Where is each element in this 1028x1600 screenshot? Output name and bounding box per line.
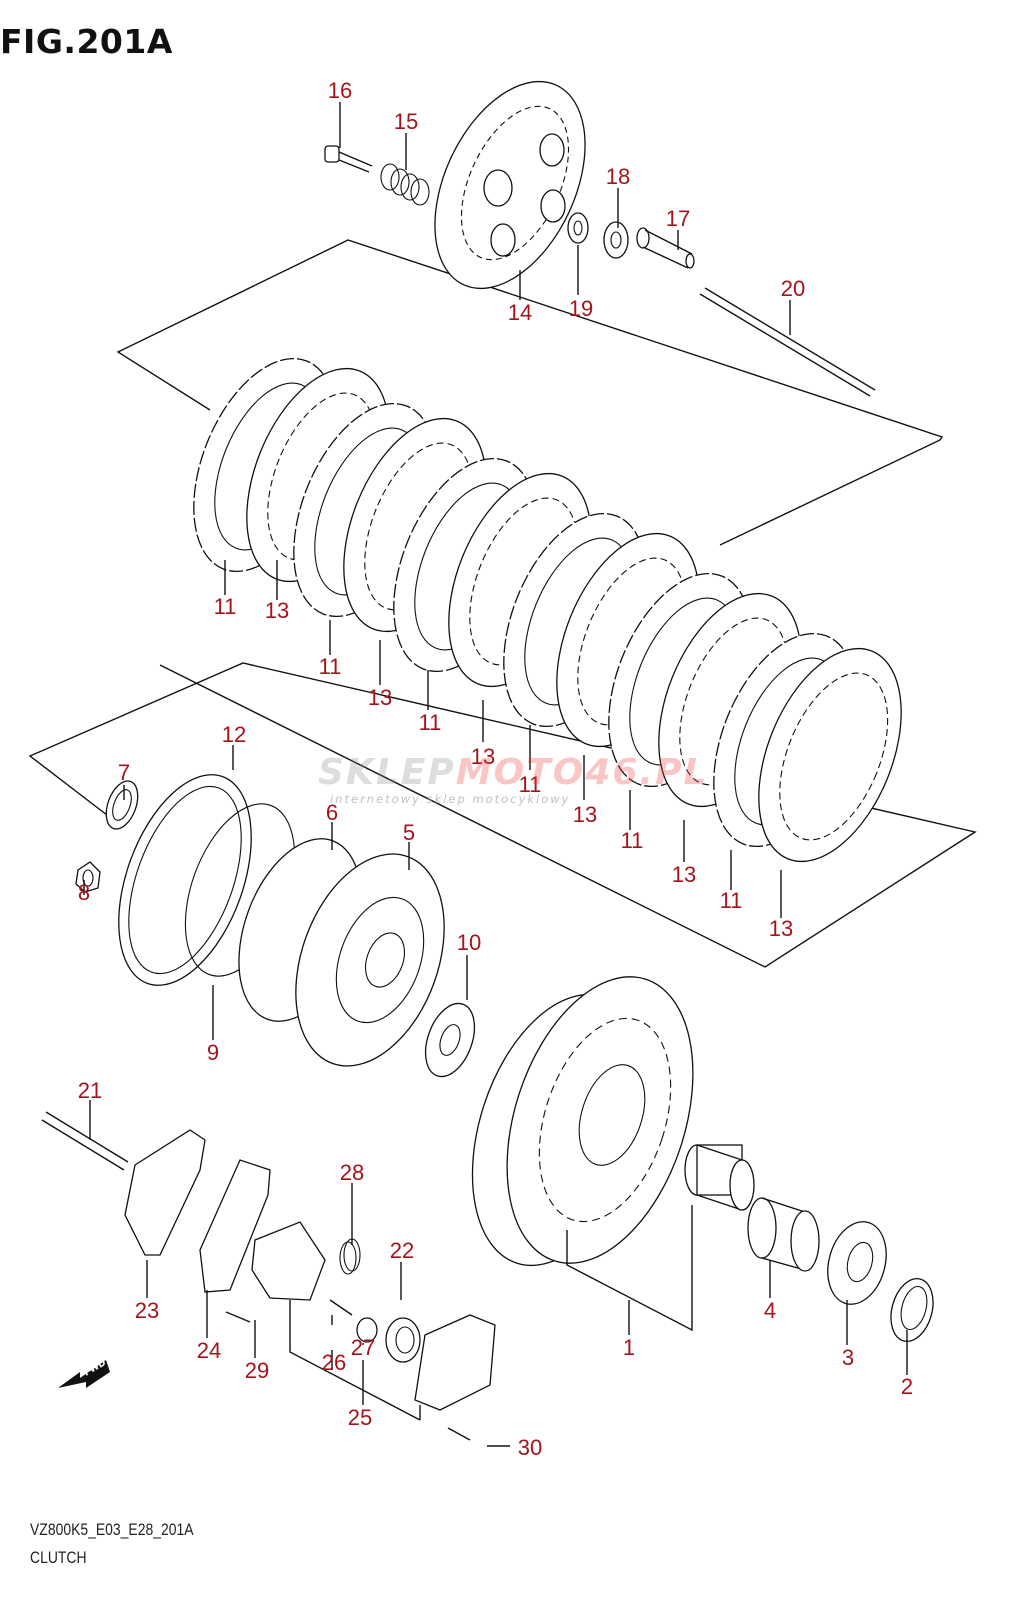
- callout-label-14: 14: [508, 300, 532, 325]
- driven-plate: [758, 647, 902, 863]
- watermark-brand: SKLEPMOTO46.PL: [318, 752, 708, 793]
- clutch-spring-part: [380, 163, 430, 206]
- gasket-part: [199, 1159, 271, 1293]
- washer-part: [567, 212, 589, 244]
- drive-plate-12-part: [118, 774, 252, 986]
- watermark-brand-gray: SKLEP: [318, 752, 456, 793]
- callout-label-9: 9: [207, 1040, 219, 1065]
- thrust-washer-3-part: [827, 1221, 887, 1305]
- push-rod-upper-part: [699, 287, 876, 397]
- callout-label-15: 15: [394, 109, 418, 134]
- diagram-caption: CLUTCH: [30, 1548, 87, 1567]
- bracket-part: [124, 1129, 206, 1256]
- callout-label-8: 8: [78, 880, 90, 905]
- callout-label-20: 20: [781, 276, 805, 301]
- watermark-subtitle: internetowy sklep motocyklowy: [330, 792, 571, 806]
- callout-label-11: 11: [519, 772, 542, 797]
- nut-27-part: [356, 1317, 378, 1343]
- callout-label-25: 25: [348, 1405, 372, 1430]
- callout-label-4: 4: [764, 1298, 776, 1323]
- group-outline-lower: [28, 662, 977, 968]
- callout-label-22: 22: [390, 1238, 414, 1263]
- leader-lines: [83, 102, 908, 1447]
- nut-part: [75, 861, 101, 893]
- callout-label-27: 27: [351, 1335, 375, 1360]
- callout-label-5: 5: [403, 820, 415, 845]
- bolt-29-part: [225, 1311, 251, 1323]
- callout-label-24: 24: [197, 1338, 221, 1363]
- spring-28-part: [339, 1238, 361, 1275]
- bolt-30-part: [447, 1427, 471, 1441]
- callout-label-18: 18: [606, 164, 630, 189]
- callout-label-13: 13: [769, 916, 793, 941]
- callout-label-28: 28: [340, 1160, 364, 1185]
- pressure-plate-part: [434, 80, 586, 290]
- callout-label-13: 13: [672, 862, 696, 887]
- spacer-sleeve-part: [684, 1144, 755, 1211]
- callout-label-23: 23: [135, 1298, 159, 1323]
- thrust-washer-part: [424, 1002, 476, 1078]
- screw-26-part: [329, 1299, 353, 1316]
- release-housing-part: [414, 1314, 496, 1411]
- callout-label-11: 11: [621, 828, 644, 853]
- callout-label-11: 11: [720, 888, 743, 913]
- push-piece-part: [636, 227, 695, 269]
- callout-label-13: 13: [368, 685, 392, 710]
- group-outline-upper: [116, 239, 944, 546]
- clutch-plate-stack: [193, 357, 902, 863]
- callout-label-6: 6: [326, 800, 338, 825]
- clutch-housing-part: [471, 976, 694, 1267]
- callout-label-12: 12: [222, 722, 246, 747]
- callout-label-30: 30: [518, 1435, 542, 1460]
- callout-label-29: 29: [245, 1358, 269, 1383]
- release-cam-part: [251, 1221, 326, 1301]
- callout-label-2: 2: [901, 1374, 913, 1399]
- callout-label-13: 13: [573, 802, 597, 827]
- callout-label-1: 1: [623, 1335, 635, 1360]
- callout-label-3: 3: [842, 1345, 854, 1370]
- callout-label-21: 21: [78, 1078, 102, 1103]
- callout-label-7: 7: [118, 760, 130, 785]
- callout-label-13: 13: [265, 598, 289, 623]
- watermark-brand-red: MOTO46.PL: [455, 752, 709, 793]
- diagram-code: VZ800K5_E03_E28_201A: [30, 1520, 194, 1539]
- oil-seal-2-part: [890, 1278, 934, 1342]
- callout-label-26: 26: [322, 1350, 346, 1375]
- clutch-sleeve-hub-part: [238, 838, 445, 1067]
- callout-label-11: 11: [214, 594, 237, 619]
- bolt-part: [324, 145, 373, 173]
- figure-title: FIG.201A: [0, 22, 173, 61]
- callout-label-10: 10: [457, 930, 481, 955]
- callout-label-11: 11: [419, 710, 442, 735]
- callout-label-13: 13: [471, 744, 495, 769]
- callout-label-19: 19: [569, 296, 593, 321]
- needle-bearing-part: [747, 1197, 820, 1272]
- callout-label-17: 17: [666, 206, 690, 231]
- oil-seal-22-part: [385, 1317, 421, 1363]
- push-rod-lower-part: [41, 1111, 129, 1171]
- washer-7-part: [105, 780, 139, 830]
- callout-label-11: 11: [319, 654, 342, 679]
- forward-arrow-icon: FWD: [58, 1358, 110, 1388]
- bearing-part: [603, 221, 629, 259]
- callout-label-16: 16: [328, 78, 352, 103]
